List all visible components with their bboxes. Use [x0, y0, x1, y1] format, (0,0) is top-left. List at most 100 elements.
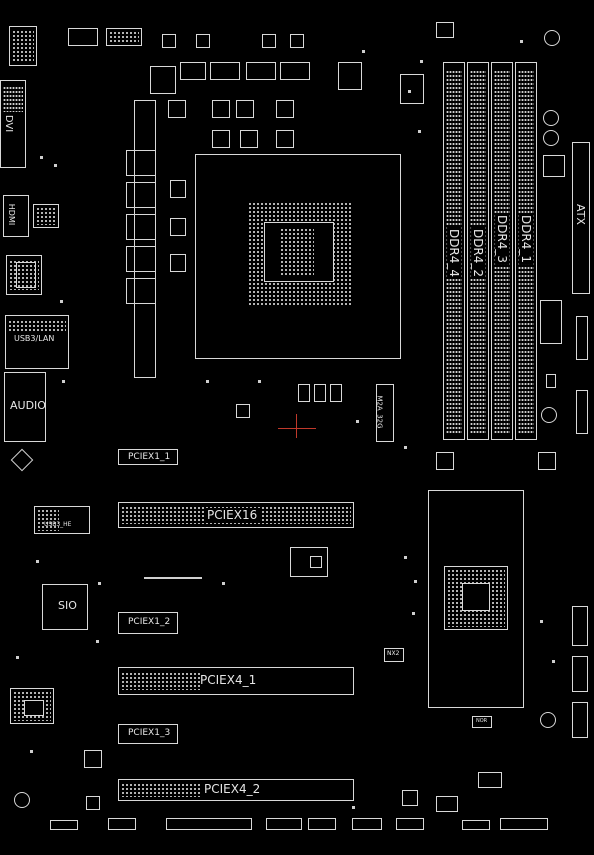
crystal-chip-inner: [310, 556, 322, 568]
smd-1: [40, 156, 43, 159]
bottom-header-audio: [352, 818, 382, 830]
bottom-header-usb2: [308, 818, 336, 830]
vrm-row-1: [168, 100, 186, 118]
usb-lan-label: USB3/LAN: [14, 334, 55, 343]
right-block-2: [576, 316, 588, 360]
vrm-inductor-1: [126, 150, 156, 176]
smd-2: [54, 164, 57, 167]
right-block-3: [576, 390, 588, 434]
smd-7: [356, 420, 359, 423]
bottom-header-left: [50, 820, 78, 830]
small-square-2: [196, 34, 210, 48]
io-chip-small: [16, 262, 36, 288]
dvi-label: DVI: [3, 114, 15, 133]
bottom-header-mid: [462, 820, 490, 830]
smd-17: [30, 750, 33, 753]
dimm-slot-3: [491, 62, 513, 440]
smd-20: [552, 660, 555, 663]
smd-24: [362, 50, 365, 53]
cpu-below-chip-2: [314, 384, 326, 402]
bottom-header-com: [108, 818, 136, 830]
smd-15: [16, 656, 19, 659]
top-right-block-3: [436, 22, 454, 38]
pciex4-1-slot: [118, 667, 354, 695]
vrm-row-6: [240, 130, 258, 148]
vrm-row-5: [212, 130, 230, 148]
pch-chip: [444, 566, 508, 630]
smd-19: [540, 620, 543, 623]
usb-lan-connector: [5, 315, 69, 369]
header-block-2-pins: [109, 31, 139, 43]
cpu-below-chip-3: [330, 384, 342, 402]
vrm-top-2: [180, 62, 206, 80]
usb-port-stack: [6, 255, 42, 295]
pciex4-1-pins: [121, 672, 201, 690]
pciex4-2-pins: [121, 783, 201, 797]
smd-18: [352, 806, 355, 809]
right-cap-3: [541, 407, 557, 423]
vrm-row-7: [276, 130, 294, 148]
left-chip-bottom: [10, 688, 54, 724]
hdmi-chip-pins: [36, 207, 56, 225]
usb-header-label: USB3_HE: [44, 521, 72, 528]
hdmi-label: HDMI: [7, 203, 17, 226]
nx-chip: [384, 648, 404, 662]
sio-chip: [42, 584, 88, 630]
crystal-chip: [290, 547, 328, 577]
smd-10: [98, 582, 101, 585]
right-inductor: [543, 155, 565, 177]
pciex1-1-slot: [118, 449, 178, 465]
audio-label: AUDIO: [10, 399, 46, 412]
small-square-4: [290, 34, 304, 48]
usb-port-stack-pins: [9, 260, 39, 290]
smd-12: [404, 556, 407, 559]
atx-connector: [572, 142, 590, 294]
m2-label: M2A_32G: [375, 395, 384, 429]
atx-top-cap: [544, 30, 560, 46]
m2-connector: [376, 384, 394, 442]
dimm-slot-2-label: DDR4_2: [471, 226, 486, 280]
smd-6: [258, 380, 261, 383]
dimm-slot-2: [467, 62, 489, 440]
smd-23: [418, 130, 421, 133]
usb-lan-pins: [8, 320, 66, 332]
pciex1-2-slot: [118, 612, 178, 634]
dvi-pins: [3, 86, 23, 112]
pciex1-1-label: PCIEX1_1: [128, 452, 171, 462]
cpu-center-pins: [280, 228, 314, 276]
pch-top-cap-1: [436, 452, 454, 470]
vrm-inductor-5: [126, 278, 156, 304]
smd-16: [96, 640, 99, 643]
dimm-slot-4: [443, 62, 465, 440]
vrm-row-4: [276, 100, 294, 118]
vrm-top-4: [246, 62, 276, 80]
top-right-block: [338, 62, 362, 90]
sio-label: SIO: [58, 599, 77, 612]
diamond-chip: [10, 448, 34, 472]
nor-chip: [472, 716, 492, 728]
vrm-top-1: [150, 66, 176, 94]
right-cap-4: [540, 712, 556, 728]
pciex1-3-slot: [118, 724, 178, 744]
cpu-below-chip-1: [298, 384, 310, 402]
vrm-inductor-2: [126, 182, 156, 208]
vrm-top-3: [210, 62, 240, 80]
bottom-header-usb: [266, 818, 302, 830]
header-block-1: [68, 28, 98, 46]
vrm-mosfet-1: [170, 180, 186, 198]
right-cap-1: [543, 110, 559, 126]
pch-top-cap-2: [538, 452, 556, 470]
smd-11: [222, 582, 225, 585]
smd-9: [36, 560, 39, 563]
right-block-5: [436, 796, 458, 812]
smd-25: [520, 40, 523, 43]
cpu-socket-outline: [195, 154, 401, 359]
usb-header-pins: [37, 509, 59, 531]
nor-label: NOR: [476, 718, 488, 724]
smd-21: [420, 60, 423, 63]
vrm-row-3: [236, 100, 254, 118]
right-header-2: [572, 656, 588, 692]
pciex16-slot: [118, 502, 354, 528]
crosshair-marker-v: [296, 414, 297, 438]
